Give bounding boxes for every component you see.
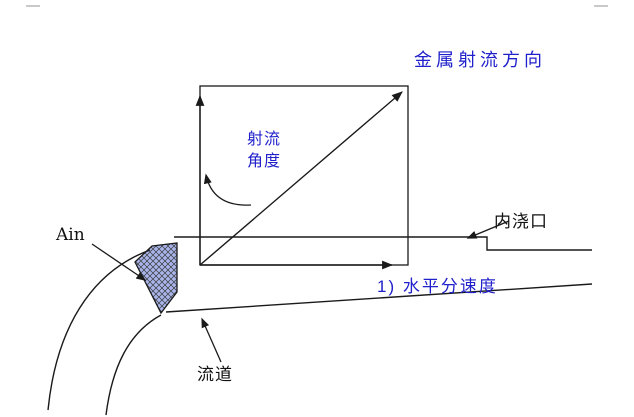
corner-mark-right [594,5,608,7]
runner-label: 流道 [197,365,233,384]
ain-cross-section [134,242,178,315]
ingate-label: 内浇口 [494,212,548,231]
jet-angle-label: 射流 角度 [247,131,282,170]
jet-direction-label: 金属射流方向 [414,50,546,70]
runner-leader-arrow [201,317,222,363]
jet-direction-arrow [199,91,403,266]
gate-top-line [174,236,592,251]
runner-inner-curve [105,314,162,416]
jet-angle-arc [203,173,252,206]
ain-leader-arrow [91,243,147,281]
runner-outer-curve [47,249,151,411]
ingate-leader-arrow [466,220,510,239]
horizontal-velocity-label: 1) 水平分速度 [377,277,498,296]
gate-bottom-line [165,283,593,313]
corner-mark-left [26,5,40,7]
ain-label: Ain [56,225,85,245]
